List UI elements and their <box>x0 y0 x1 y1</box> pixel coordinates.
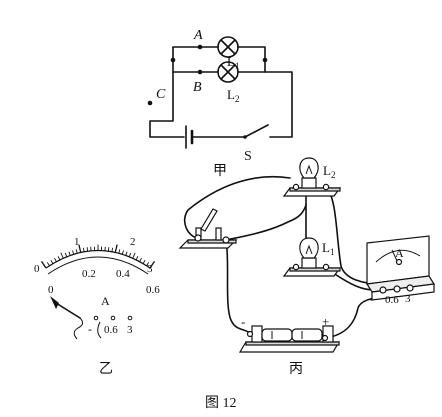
terminal-3: 3 <box>127 324 133 336</box>
terminal-neg: - <box>88 322 92 336</box>
junction-dot <box>262 57 268 63</box>
dial-tick <box>64 252 68 257</box>
lamp-l2-symbol <box>217 61 239 83</box>
terminal-dot <box>127 315 133 321</box>
wire-stub <box>73 317 84 340</box>
label-s: S <box>244 149 252 164</box>
meter-terminal-neg: - <box>370 292 374 306</box>
lamp-l2-bulb <box>282 157 342 197</box>
dial-tick <box>146 262 150 266</box>
lower-scale-3: 0.6 <box>146 284 160 296</box>
dial-tick <box>125 251 128 256</box>
meter-terminal-3: 3 <box>405 293 411 305</box>
battery-holder <box>238 325 341 353</box>
dial-unit: A <box>101 294 110 308</box>
dial-tick <box>75 249 78 254</box>
dial-tick <box>118 249 121 254</box>
wire <box>225 239 251 334</box>
dial-tick <box>107 247 110 252</box>
dial-tick <box>135 256 139 261</box>
lamp-l1-symbol <box>217 36 239 58</box>
lower-scale-2: 0.4 <box>116 268 130 280</box>
dial-pointer <box>50 296 59 309</box>
wire <box>325 186 384 285</box>
lamp-l1-bulb <box>282 237 342 277</box>
lower-scale-1: 0.2 <box>82 268 96 280</box>
battery-neg-label: - <box>241 314 245 329</box>
dial-tick <box>128 252 132 257</box>
terminal-dot <box>110 315 116 321</box>
dial-tick <box>111 247 114 252</box>
label-a: A <box>193 28 203 43</box>
point-c-dot <box>147 100 153 106</box>
figure-caption: 图 12 <box>205 396 237 411</box>
dial-tick <box>82 247 85 252</box>
lower-scale-0: 0 <box>48 284 54 296</box>
dial-tick <box>40 261 47 269</box>
terminal-06: 0.6 <box>104 324 118 336</box>
dial-tick <box>121 250 124 255</box>
meter-unit: A <box>395 246 404 260</box>
label-c: C <box>156 87 166 102</box>
label-bing-l2: L2 <box>323 163 335 180</box>
upper-scale-2: 2 <box>130 236 136 248</box>
meter-terminal-06: 0.6 <box>385 294 399 306</box>
ammeter-yi: 0 1 2 3 0 0.2 0.4 0.6 A - 0.6 3 乙 <box>34 236 160 377</box>
label-jia: 甲 <box>213 164 227 179</box>
wire <box>149 46 185 138</box>
dial-tick <box>86 247 89 252</box>
dial-tick <box>142 259 146 264</box>
ammeter-box <box>365 235 436 301</box>
label-l1: L1 <box>227 54 239 71</box>
upper-scale-3: 3 <box>147 263 153 275</box>
dial-tick <box>50 259 54 264</box>
dial-ticks <box>40 244 156 269</box>
wire <box>225 204 307 241</box>
wire <box>264 71 293 138</box>
label-bing: 丙 <box>289 362 303 377</box>
upper-scale-0: 0 <box>34 263 40 275</box>
point-b-dot <box>197 69 203 75</box>
battery-pos-label: + <box>322 314 329 329</box>
switch-lever <box>244 124 269 138</box>
wire <box>183 176 291 239</box>
dial-tick <box>78 244 82 253</box>
apparatus-bing: L2 L1 A - 0.6 3 <box>178 157 436 377</box>
point-a-dot <box>197 44 203 50</box>
knife-switch <box>178 208 238 249</box>
junction-dot <box>170 57 176 63</box>
wire <box>237 46 266 73</box>
label-yi: 乙 <box>99 361 113 377</box>
dial-tick <box>72 250 75 255</box>
label-bing-l1: L1 <box>322 240 334 257</box>
dial-tick <box>46 262 50 266</box>
dial-tick <box>68 251 71 256</box>
dial-tick <box>54 257 57 262</box>
dial-tick <box>60 252 64 259</box>
dial-tick <box>114 244 118 253</box>
terminal-dot <box>93 315 99 321</box>
dial-tick <box>139 257 142 262</box>
dial-tick <box>132 252 136 259</box>
dial-tick <box>149 261 156 269</box>
dial-arc-inner <box>47 256 149 275</box>
label-l2: L2 <box>227 87 239 104</box>
wire-stub <box>97 321 102 339</box>
dial-arc-outer <box>45 250 151 269</box>
upper-scale-1: 1 <box>74 236 80 248</box>
label-b: B <box>193 80 202 95</box>
circuit-jia: A B C L1 L2 S 甲 <box>147 28 293 179</box>
dial-pointer-shaft <box>55 302 81 319</box>
dial-tick <box>57 256 61 261</box>
switch-contact <box>243 135 247 139</box>
